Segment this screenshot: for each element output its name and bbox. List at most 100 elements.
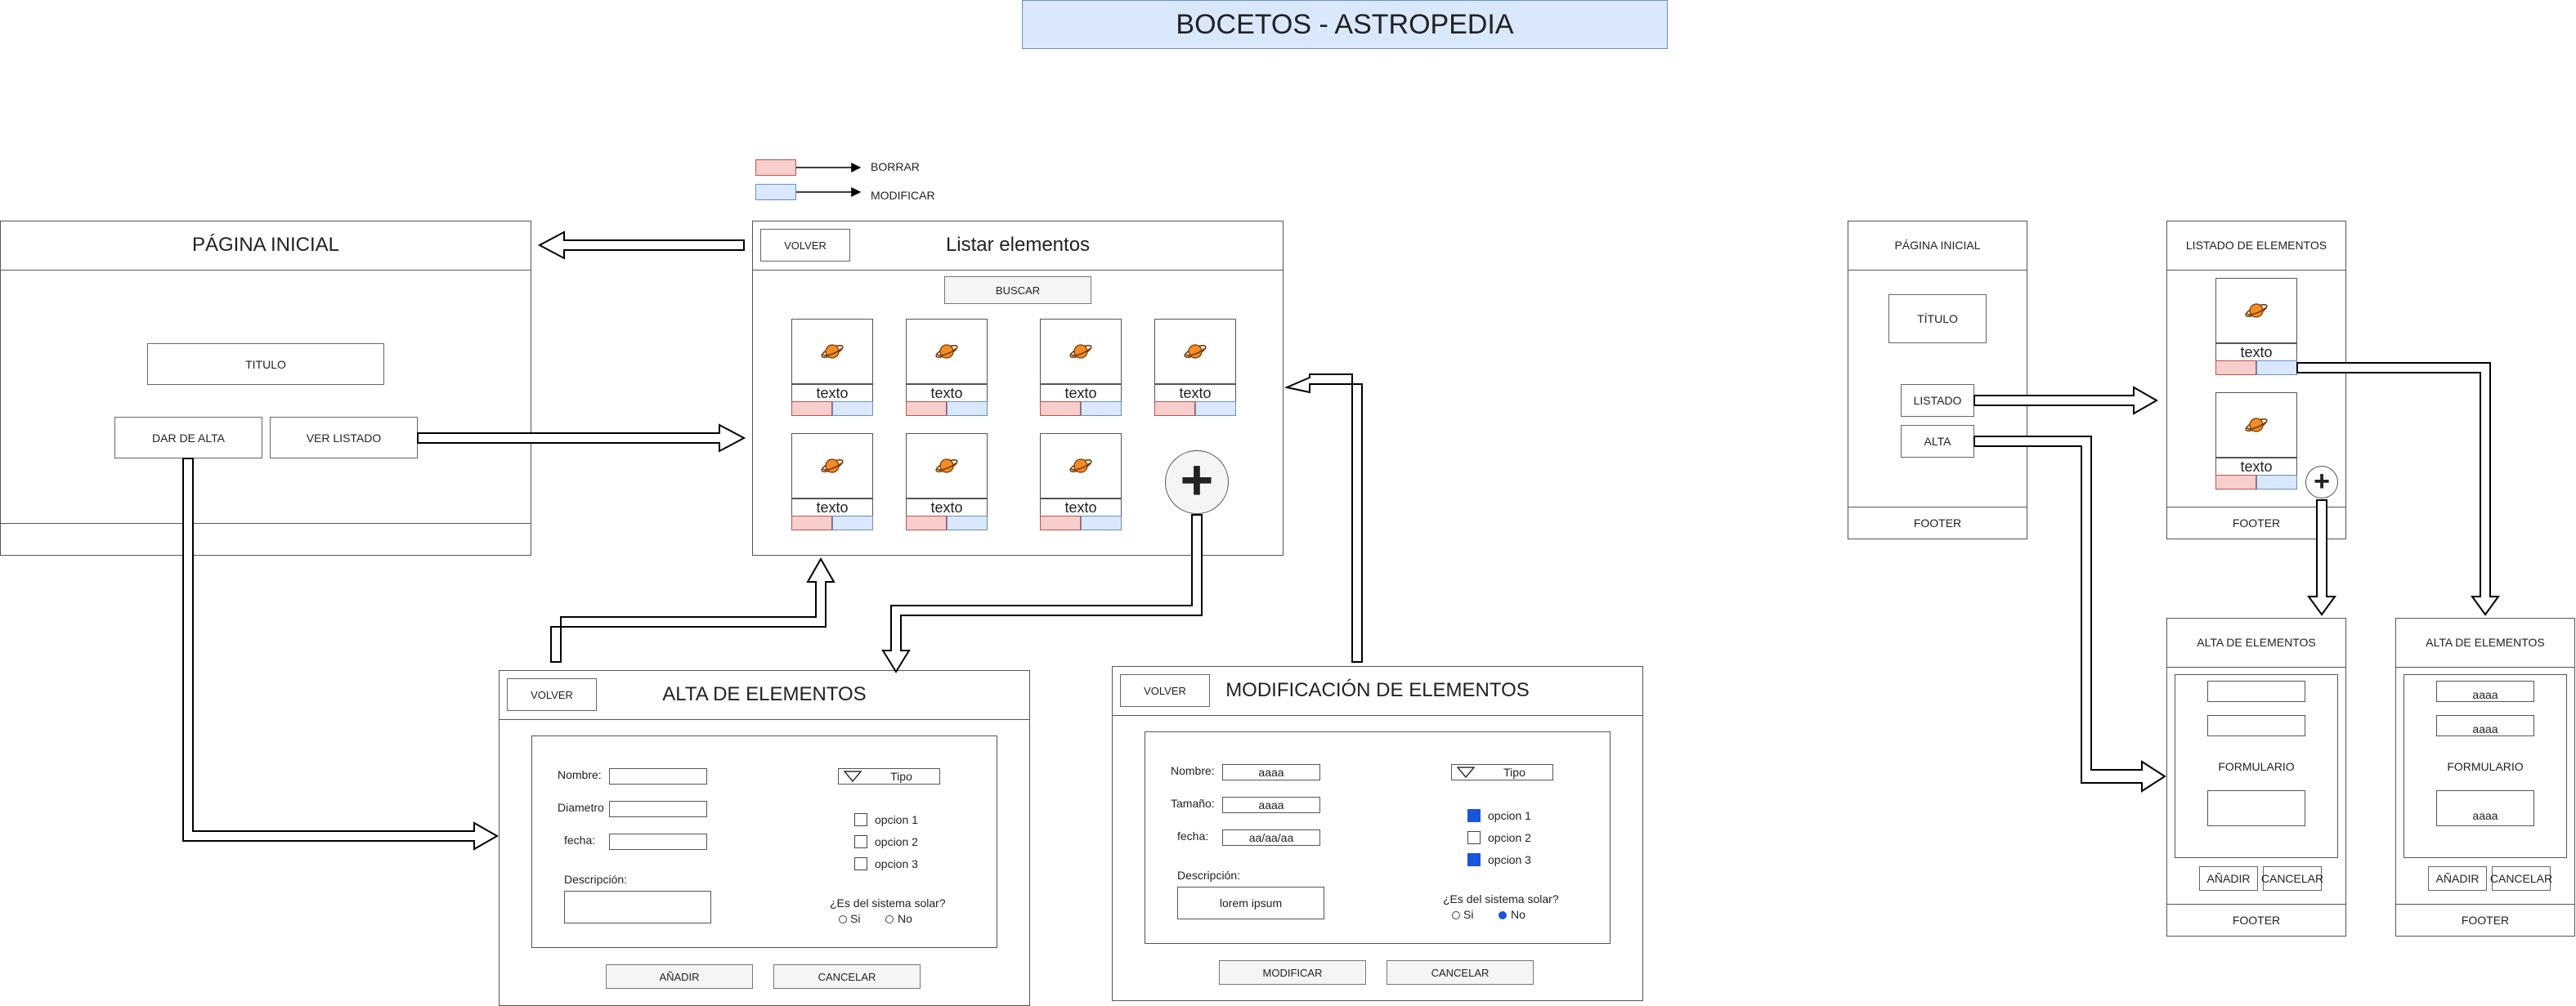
card-edit-button[interactable]	[832, 516, 873, 530]
modificacion-fecha-input[interactable]: aa/aa/aa	[1222, 829, 1320, 846]
card-text: texto	[791, 499, 873, 516]
card-text: texto	[906, 384, 988, 402]
card-delete-button[interactable]	[906, 401, 947, 416]
card-edit-button[interactable]	[1081, 401, 1122, 416]
card-image[interactable]	[906, 433, 988, 499]
mobile-card-edit-button[interactable]	[2256, 475, 2297, 490]
mobile-mod-header-divider	[2395, 667, 2575, 668]
card-edit-button[interactable]	[1195, 401, 1236, 416]
card-edit-button[interactable]	[1081, 516, 1122, 530]
mobile-mod-anadir-button[interactable]: AÑADIR	[2428, 866, 2487, 891]
modificacion-tipo-select[interactable]: Tipo	[1451, 764, 1553, 780]
card-delete-button[interactable]	[906, 516, 947, 530]
mobile-card-edit-button[interactable]	[2256, 360, 2297, 375]
alta-opcion1-checkbox[interactable]	[854, 813, 867, 826]
modificacion-tamano-input[interactable]: aaaa	[1222, 797, 1320, 813]
planet-icon	[2245, 303, 2268, 318]
arrow-listar-to-inicio	[537, 230, 745, 260]
mobile-alta-button[interactable]: ALTA	[1901, 425, 1974, 458]
modificacion-nombre-label: Nombre:	[1171, 764, 1215, 777]
modificacion-opcion3-checkbox[interactable]	[1467, 853, 1481, 866]
alta-fecha-input[interactable]	[609, 834, 707, 850]
mobile-alta-input-2[interactable]	[2207, 715, 2305, 736]
card-image[interactable]	[791, 433, 873, 499]
mobile-listado-button[interactable]: LISTADO	[1901, 384, 1974, 417]
alta-anadir-button[interactable]: AÑADIR	[606, 964, 753, 989]
planet-icon	[935, 458, 958, 473]
modificacion-fecha-label: fecha:	[1177, 829, 1209, 843]
mobile-card-image[interactable]	[2215, 278, 2297, 343]
card-edit-button[interactable]	[947, 401, 988, 416]
card-delete-button[interactable]	[791, 401, 832, 416]
modificacion-si-radio[interactable]	[1452, 911, 1460, 919]
alta-opcion3-checkbox[interactable]	[854, 857, 867, 870]
legend-borrar-swatch	[755, 159, 796, 176]
mobile-mod-form	[2404, 674, 2567, 858]
mobile-mod-title: ALTA DE ELEMENTOS	[2426, 636, 2545, 649]
mobile-mod-input-3[interactable]: aaaa	[2436, 790, 2534, 826]
modificacion-opcion2-checkbox[interactable]	[1467, 831, 1481, 844]
alta-no-radio[interactable]	[885, 915, 894, 923]
card-edit-button[interactable]	[947, 516, 988, 530]
modificacion-cancelar-button[interactable]: CANCELAR	[1387, 960, 1534, 985]
legend-borrar-label: BORRAR	[871, 160, 920, 173]
card-delete-button[interactable]	[1154, 401, 1195, 416]
alta-opcion2-checkbox[interactable]	[854, 835, 867, 848]
modificacion-no-radio[interactable]	[1499, 911, 1507, 919]
planet-icon	[1069, 458, 1092, 473]
card-delete-button[interactable]	[1040, 516, 1081, 530]
mobile-mod-input-2[interactable]: aaaa	[2436, 715, 2534, 736]
mobile-card-image[interactable]	[2215, 392, 2297, 458]
planet-icon	[935, 344, 958, 359]
pagina-inicial-footer-divider	[0, 523, 531, 524]
ver-listado-button[interactable]: VER LISTADO	[270, 417, 418, 458]
modificacion-si-label: Si	[1463, 908, 1474, 921]
card-delete-button[interactable]	[1040, 401, 1081, 416]
mobile-alta-input-1[interactable]	[2207, 681, 2305, 702]
modificacion-descripcion-input[interactable]: lorem ipsum	[1177, 887, 1324, 919]
mobile-alta-cancelar-button[interactable]: CANCELAR	[2261, 866, 2323, 891]
card-image[interactable]	[1040, 319, 1122, 384]
modificacion-volver-button[interactable]: VOLVER	[1120, 674, 1210, 707]
mobile-inicio-header-divider	[1848, 270, 2027, 271]
buscar-button[interactable]: BUSCAR	[944, 276, 1091, 304]
plus-icon: +	[1180, 448, 1214, 512]
add-element-button[interactable]: +	[1165, 450, 1229, 514]
pagina-inicial-frame	[0, 221, 531, 556]
listar-header-divider	[752, 270, 1284, 271]
alta-si-label: Si	[850, 912, 861, 925]
card-delete-button[interactable]	[791, 516, 832, 530]
card-text: texto	[1154, 384, 1236, 402]
card-image[interactable]	[906, 319, 988, 384]
modificacion-nombre-input[interactable]: aaaa	[1222, 764, 1320, 780]
alta-tipo-select[interactable]: Tipo	[838, 768, 940, 785]
card-edit-button[interactable]	[832, 401, 873, 416]
mobile-mod-footer: FOOTER	[2461, 914, 2510, 927]
alta-volver-button[interactable]: VOLVER	[507, 678, 597, 711]
alta-cancelar-button[interactable]: CANCELAR	[773, 964, 921, 989]
mobile-card-delete-button[interactable]	[2215, 360, 2256, 375]
mobile-mod-input-1[interactable]: aaaa	[2436, 681, 2534, 702]
mobile-card-delete-button[interactable]	[2215, 475, 2256, 490]
mobile-alta-anadir-button[interactable]: AÑADIR	[2199, 866, 2258, 891]
card-image[interactable]	[1040, 433, 1122, 499]
mobile-add-button[interactable]: +	[2305, 466, 2338, 499]
modificacion-opcion1-checkbox[interactable]	[1467, 809, 1481, 822]
mobile-alta-footer: FOOTER	[2232, 914, 2281, 927]
mobile-card-text: texto	[2215, 458, 2297, 476]
alta-nombre-input[interactable]	[609, 768, 707, 785]
listar-volver-button[interactable]: VOLVER	[760, 229, 850, 262]
planet-icon	[1184, 344, 1207, 359]
modificacion-no-label: No	[1511, 908, 1525, 921]
alta-si-radio[interactable]	[839, 915, 847, 923]
card-image[interactable]	[791, 319, 873, 384]
mobile-alta-input-3[interactable]	[2207, 790, 2305, 826]
dar-de-alta-button[interactable]: DAR DE ALTA	[114, 417, 262, 458]
card-image[interactable]	[1154, 319, 1236, 384]
alta-descripcion-input[interactable]	[564, 891, 711, 923]
alta-diametro-input[interactable]	[609, 801, 707, 817]
alta-opcion1-label: opcion 1	[875, 813, 918, 826]
modificar-button[interactable]: MODIFICAR	[1219, 960, 1366, 985]
mobile-mod-cancelar-button[interactable]: CANCELAR	[2490, 866, 2552, 891]
